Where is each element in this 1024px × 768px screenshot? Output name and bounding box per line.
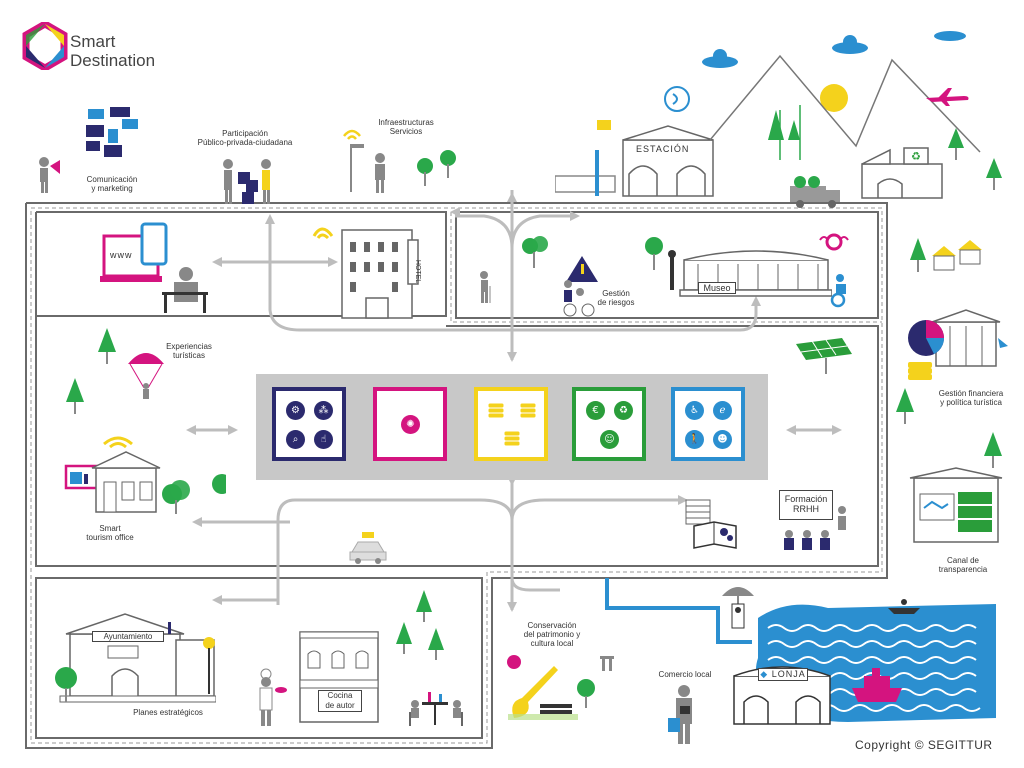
magnifier-icon: ⌕ xyxy=(286,430,305,449)
ear-icon: ℯ xyxy=(713,401,732,420)
mask-icon: ☺ xyxy=(600,430,619,449)
tree-icon xyxy=(66,378,84,414)
touch-icon: ☝ xyxy=(314,430,333,449)
recycling-plant-icon: ♻ xyxy=(861,147,943,199)
theatre-icon: ☻ xyxy=(713,430,732,449)
label-participacion: Participación Público-privada-ciudadana xyxy=(197,129,293,147)
tile-economy xyxy=(474,387,548,461)
gears-icon: ⚙ xyxy=(286,401,305,420)
megaphone-person-icon xyxy=(39,157,60,193)
trees-icon xyxy=(396,590,444,660)
svg-text:♻: ♻ xyxy=(911,150,921,163)
www-text: www xyxy=(110,250,133,260)
people-puzzle-icon xyxy=(223,159,271,204)
logo-line2: Destination xyxy=(70,51,156,70)
euro-icon: € xyxy=(586,401,605,420)
terrace-table-icon xyxy=(409,692,463,726)
solar-panel-icon xyxy=(796,338,852,374)
label-smart-office: Smart tourism office xyxy=(86,524,134,542)
label-experiencias: Experiencias turísticas xyxy=(166,342,212,360)
transparency-building-icon xyxy=(909,467,1003,543)
label-infraestructuras: Infraestructuras Servicios xyxy=(378,118,434,136)
fish-market-icon xyxy=(733,666,831,725)
clouds-icon xyxy=(702,31,966,68)
label-gestion-financiera: Gestión financiera y política turística xyxy=(938,389,1004,407)
street-lamp-icon xyxy=(203,637,215,694)
formacion-sign: Formación RRHH xyxy=(779,490,833,520)
tree-icon xyxy=(55,667,77,702)
person-cane-icon xyxy=(480,271,491,303)
fish-icon: ◆ xyxy=(760,669,769,679)
restaurant-icon xyxy=(299,631,379,723)
tile-accessibility: ♿ ℯ 🚶 ☻ xyxy=(671,387,745,461)
tourism-office-icon xyxy=(64,436,226,514)
label-comunicacion: Comunicación y marketing xyxy=(86,175,138,193)
station-sign: ESTACIÓN xyxy=(636,144,690,154)
train-station-icon xyxy=(555,120,714,197)
tree-icon xyxy=(645,237,663,270)
town-hall-icon xyxy=(59,613,216,703)
tree-icon xyxy=(417,150,456,186)
label-planes: Planes estratégicos xyxy=(133,708,203,717)
tree-icon xyxy=(948,128,1002,190)
lightbulb-icon: ✺ xyxy=(401,415,420,434)
tree-icon xyxy=(984,432,1002,468)
tree-icon xyxy=(522,236,548,268)
blind-walker-icon: 🚶 xyxy=(685,430,704,449)
lonja-sign: ◆ LONJA xyxy=(758,668,808,681)
network-icon: ⁂ xyxy=(314,401,333,420)
airplane-icon xyxy=(926,88,969,106)
recycle-icon: ♻ xyxy=(614,401,633,420)
beach-umbrella-icon xyxy=(722,587,754,629)
mountains-icon xyxy=(710,54,981,160)
cocina-sign: Cocina de autor xyxy=(318,690,362,712)
label-comercio: Comercio local xyxy=(658,670,712,679)
hotel-icon xyxy=(312,227,419,319)
taxi-icon xyxy=(349,532,387,564)
truck-icon xyxy=(790,176,840,208)
tile-sustainability: € ♻ ☺ xyxy=(572,387,646,461)
tile-innovation: ✺ xyxy=(373,387,447,461)
smart-destination-logo-icon xyxy=(22,22,68,70)
computer-www-icon xyxy=(100,222,208,313)
communication-devices-icon xyxy=(86,107,138,157)
wheelchair-icon: ♿ xyxy=(685,401,704,420)
label-canal-transparencia: Canal de transparencia xyxy=(938,556,988,574)
museo-sign: Museo xyxy=(698,282,736,294)
books-gears-icon xyxy=(685,499,737,549)
chef-icon xyxy=(259,668,287,726)
classroom-icon xyxy=(784,506,846,550)
contactless-icon xyxy=(664,86,690,112)
audio-guide-icon xyxy=(819,233,849,308)
tree-icon xyxy=(896,388,914,424)
shopper-icon xyxy=(668,685,692,744)
tree-icon xyxy=(98,328,116,364)
worker-icon xyxy=(375,153,385,193)
tile-intelligence: ⚙ ⁂ ⌕ ☝ xyxy=(272,387,346,461)
label-gestion-riesgos: Gestión de riesgos xyxy=(597,289,635,307)
ayuntamiento-sign: Ayuntamiento xyxy=(92,631,164,642)
coins-icon xyxy=(487,402,537,447)
logo-line1: Smart xyxy=(70,32,116,51)
finance-building-icon xyxy=(908,309,1008,380)
museum-icon xyxy=(668,250,832,297)
streetlight-wifi-icon xyxy=(343,129,364,192)
copyright: Copyright © SEGITTUR xyxy=(855,738,993,752)
houses-icon xyxy=(910,238,982,272)
risk-warning-icon xyxy=(563,256,598,317)
paraglider-icon xyxy=(128,353,164,399)
logo-text: Smart Destination xyxy=(70,32,155,70)
hotel-sign: HOTEL xyxy=(414,259,422,284)
culture-icon xyxy=(507,655,614,720)
label-conservacion: Conservación del patrimonio y cultura lo… xyxy=(523,621,581,648)
